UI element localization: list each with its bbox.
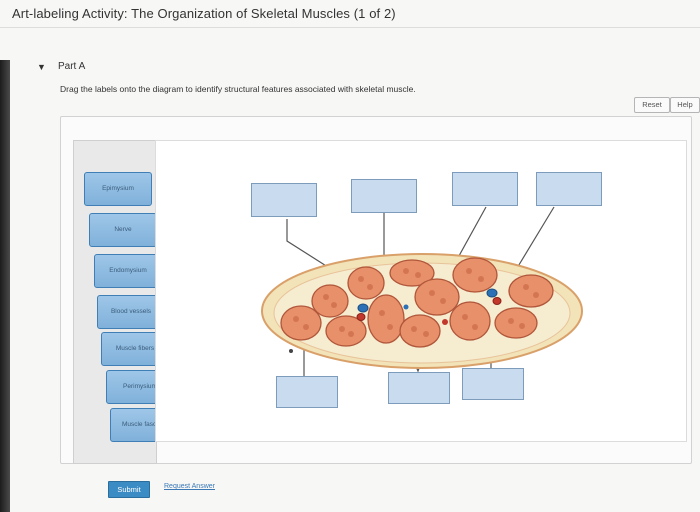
fascicle xyxy=(367,294,405,344)
drop-target-3[interactable] xyxy=(452,172,518,206)
label-endomysium[interactable]: Endomysium xyxy=(94,254,162,288)
drop-target-7[interactable] xyxy=(462,368,524,400)
fiber-texture xyxy=(293,268,539,337)
activity-title: Art-labeling Activity: The Organization … xyxy=(12,6,396,21)
reset-button[interactable]: Reset xyxy=(634,97,670,113)
request-answer-link[interactable]: Request Answer xyxy=(164,483,215,490)
instructions-text: Drag the labels onto the diagram to iden… xyxy=(60,84,416,94)
fascicle xyxy=(389,259,435,287)
fascicle xyxy=(452,257,498,293)
title-divider xyxy=(0,27,700,28)
leader-line-1 xyxy=(286,219,332,270)
screen-bezel xyxy=(0,60,10,512)
blood-vessels xyxy=(356,288,502,325)
label-epimysium[interactable]: Epimysium xyxy=(84,172,152,206)
drop-target-2[interactable] xyxy=(351,179,417,213)
help-button[interactable]: Help xyxy=(670,97,700,113)
part-label: Part A xyxy=(58,61,86,72)
fascicle xyxy=(449,301,491,341)
collapse-toggle-icon[interactable]: ▼ xyxy=(37,62,46,72)
label-nerve[interactable]: Nerve xyxy=(89,213,157,247)
drop-target-4[interactable] xyxy=(536,172,602,206)
fascicle xyxy=(399,314,441,348)
drop-target-6[interactable] xyxy=(388,372,450,404)
fascicle xyxy=(280,305,322,341)
fascicle xyxy=(494,307,538,339)
fascicle xyxy=(414,278,460,316)
fascicle xyxy=(311,284,349,318)
drop-target-1[interactable] xyxy=(251,183,317,217)
drop-target-5[interactable] xyxy=(276,376,338,408)
fascicles xyxy=(280,257,554,348)
submit-button[interactable]: Submit xyxy=(108,481,150,498)
fascicle xyxy=(347,266,385,300)
fascicle xyxy=(325,315,367,347)
label-blood-vessels[interactable]: Blood vessels xyxy=(97,295,165,329)
fascicle xyxy=(508,274,554,308)
nerve-marker xyxy=(289,349,293,353)
muscle-cross-section-diagram xyxy=(261,206,583,377)
